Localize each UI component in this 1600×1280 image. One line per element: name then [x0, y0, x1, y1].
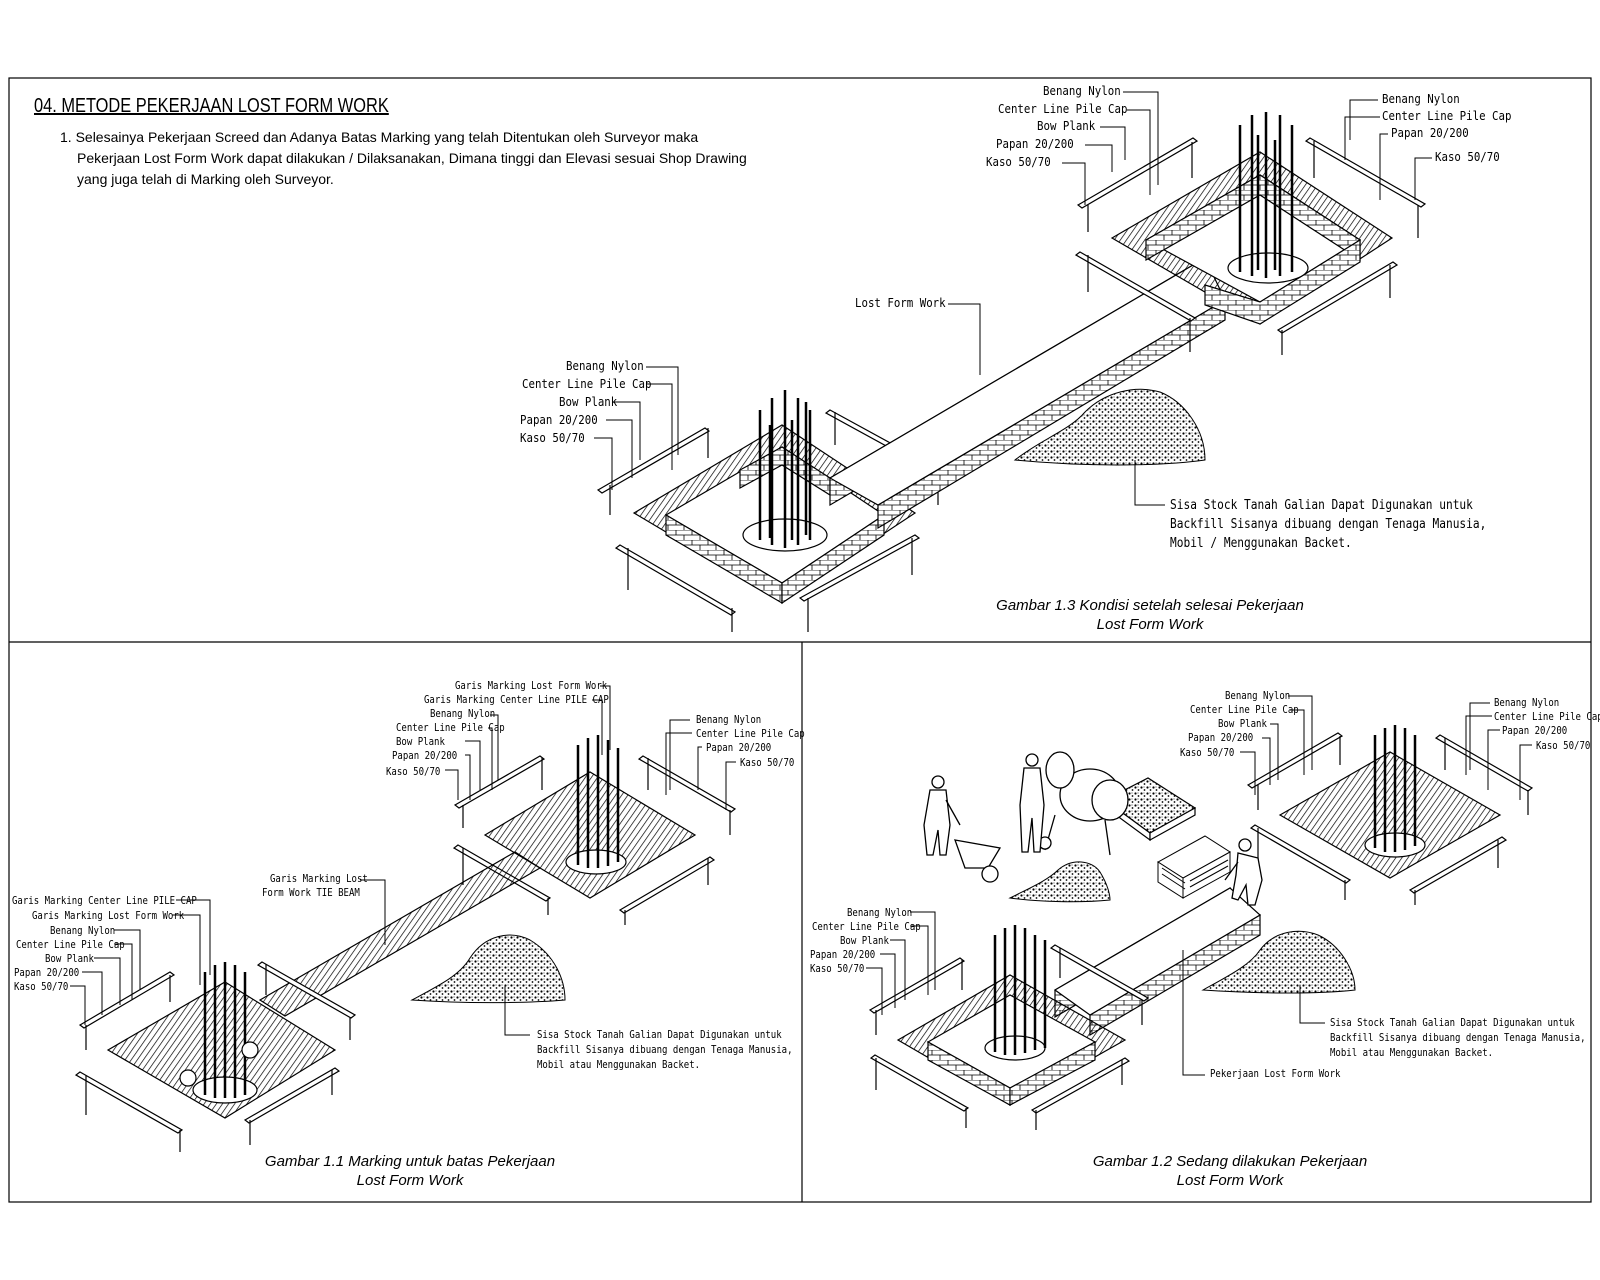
br-leader-lines [866, 695, 1532, 1076]
sheet-frame [8, 77, 1592, 1203]
br-right-pile-cap [1246, 725, 1534, 905]
br-lc-label-bow-plank: Bow Plank [840, 935, 889, 947]
bl-rc-label-marking-lfw: Garis Marking Lost Form Work [455, 680, 608, 692]
br-worker-mason [1224, 838, 1263, 906]
intro-line-1: 1. Selesainya Pekerjaan Screed dan Adany… [60, 129, 699, 145]
top-note: Sisa Stock Tanah Galian Dapat Digunakan … [1170, 496, 1486, 553]
top-leader-lines [594, 91, 1432, 506]
top-rc-label-kaso: Kaso 50/70 [986, 154, 1051, 169]
top-right-pile-cap [1074, 112, 1427, 355]
bl-rc2-label-benang: Benang Nylon [696, 714, 762, 726]
top-rc2-label-benang: Benang Nylon [1382, 91, 1460, 106]
br-caption-line: Gambar 1.2 Sedang dilakukan Pekerjaan [1092, 1153, 1368, 1170]
top-caption-line: Gambar 1.3 Kondisi setelah selesai Peker… [996, 597, 1304, 614]
page-title: 04. METODE PEKERJAAN LOST FORM WORK [34, 95, 389, 117]
bl-note: Sisa Stock Tanah Galian Dapat Digunakan … [537, 1028, 793, 1073]
br-soil-mound-left [1008, 861, 1111, 903]
top-lc-label-bow-plank: Bow Plank [559, 394, 618, 409]
bl-note-line: Mobil atau Menggunakan Backet. [537, 1059, 701, 1071]
br-caption: Gambar 1.2 Sedang dilakukan Pekerjaan Lo… [1020, 1152, 1440, 1190]
top-rc-label-benang: Benang Nylon [1043, 83, 1121, 98]
top-lc-label-center-line: Center Line Pile Cap [522, 376, 652, 391]
br-rc-label-papan: Papan 20/200 [1188, 732, 1254, 744]
br-lc-label-benang: Benang Nylon [847, 907, 913, 919]
bl-rc2-label-kaso: Kaso 50/70 [740, 757, 795, 769]
top-lc-label-kaso: Kaso 50/70 [520, 430, 585, 445]
br-rc2-label-kaso: Kaso 50/70 [1536, 740, 1591, 752]
top-note-line: Mobil / Menggunakan Backet. [1170, 536, 1352, 551]
br-worker-mixer [1019, 753, 1045, 853]
top-rc-label-bow-plank: Bow Plank [1037, 118, 1096, 133]
bl-lc-label-benang: Benang Nylon [50, 925, 116, 937]
bl-tie-beam-strip [258, 851, 542, 1017]
bl-rc-label-center-line: Center Line Pile Cap [396, 722, 505, 734]
top-note-line: Sisa Stock Tanah Galian Dapat Digunakan … [1170, 498, 1473, 513]
bl-caption: Gambar 1.1 Marking untuk batas Pekerjaan… [200, 1152, 620, 1190]
bl-rc2-label-papan: Papan 20/200 [706, 742, 772, 754]
bl-tie-beam-label-1: Garis Marking Lost [270, 873, 368, 885]
top-rc2-label-center-line: Center Line Pile Cap [1382, 108, 1512, 123]
br-lc-label-papan: Papan 20/200 [810, 949, 876, 961]
br-lc-label-center-line: Center Line Pile Cap [812, 921, 921, 933]
br-brick-wall [1053, 886, 1262, 1037]
br-soil-mound-right [1201, 930, 1356, 994]
bl-lc-label-kaso: Kaso 50/70 [14, 981, 69, 993]
bl-rc-label-marking-cl: Garis Marking Center Line PILE CAP [424, 694, 609, 706]
bl-leader-lines [70, 685, 736, 1036]
top-lc-label-papan: Papan 20/200 [520, 412, 598, 427]
bl-note-line: Backfill Sisanya dibuang dengan Tenaga M… [537, 1044, 793, 1056]
top-rc-label-center-line: Center Line Pile Cap [998, 101, 1128, 116]
br-note-line: Backfill Sisanya dibuang dengan Tenaga M… [1330, 1032, 1586, 1044]
top-rc2-label-kaso: Kaso 50/70 [1435, 149, 1500, 164]
bl-caption-line: Lost Form Work [356, 1172, 464, 1189]
br-left-pile-cap [868, 925, 1150, 1130]
top-soil-mound [1013, 388, 1206, 466]
br-concrete-mixer [1038, 751, 1129, 856]
top-rc2-label-papan: Papan 20/200 [1391, 125, 1469, 140]
bl-lc-label-papan: Papan 20/200 [14, 967, 80, 979]
top-tie-beam-brickwork [828, 256, 1226, 530]
bl-note-line: Sisa Stock Tanah Galian Dapat Digunakan … [537, 1029, 782, 1041]
top-caption-line: Lost Form Work [1096, 616, 1204, 633]
bl-tie-beam-label-2: Form Work TIE BEAM [262, 887, 360, 899]
bl-soil-mound [410, 934, 566, 1004]
intro-line-2: Pekerjaan Lost Form Work dapat dilakukan… [77, 150, 747, 166]
br-note-line: Sisa Stock Tanah Galian Dapat Digunakan … [1330, 1017, 1575, 1029]
top-lc-label-benang: Benang Nylon [566, 358, 644, 373]
top-rc-label-papan: Papan 20/200 [996, 136, 1074, 151]
bl-lc-label-center-line: Center Line Pile Cap [16, 939, 125, 951]
br-note: Sisa Stock Tanah Galian Dapat Digunakan … [1330, 1016, 1586, 1061]
br-work-label: Pekerjaan Lost Form Work [1210, 1068, 1341, 1080]
bl-rc-label-kaso: Kaso 50/70 [386, 766, 441, 778]
bl-rc-label-benang: Benang Nylon [430, 708, 496, 720]
br-lc-label-kaso: Kaso 50/70 [810, 963, 865, 975]
br-rc-label-bow-plank: Bow Plank [1218, 718, 1267, 730]
bl-rc2-label-center-line: Center Line Pile Cap [696, 728, 805, 740]
br-rc-label-benang: Benang Nylon [1225, 690, 1291, 702]
top-lost-form-work-label: Lost Form Work [855, 295, 946, 310]
bl-rc-label-papan: Papan 20/200 [392, 750, 458, 762]
bl-caption-line: Gambar 1.1 Marking untuk batas Pekerjaan [264, 1153, 556, 1170]
br-rc-label-center-line: Center Line Pile Cap [1190, 704, 1299, 716]
intro-text: 1. Selesainya Pekerjaan Screed dan Adany… [60, 127, 860, 190]
bl-rc-label-bow-plank: Bow Plank [396, 736, 445, 748]
top-note-line: Backfill Sisanya dibuang dengan Tenaga M… [1170, 517, 1487, 532]
br-caption-line: Lost Form Work [1176, 1172, 1284, 1189]
br-worker-wheelbarrow [923, 775, 1002, 883]
br-rc2-label-center-line: Center Line Pile Cap [1494, 711, 1600, 723]
br-cement-bags [1157, 835, 1231, 899]
bl-left-pile-cap [74, 961, 357, 1152]
intro-line-3: yang juga telah di Marking oleh Surveyor… [77, 171, 334, 187]
bl-lc-label-marking-cl: Garis Marking Center Line PILE CAP [12, 895, 197, 907]
top-caption: Gambar 1.3 Kondisi setelah selesai Peker… [930, 596, 1370, 634]
br-rc2-label-benang: Benang Nylon [1494, 697, 1560, 709]
br-rc2-label-papan: Papan 20/200 [1502, 725, 1568, 737]
bl-right-pile-cap [452, 735, 737, 925]
br-rc-label-kaso: Kaso 50/70 [1180, 747, 1235, 759]
bl-lc-label-marking-lfw: Garis Marking Lost Form Work [32, 910, 185, 922]
bl-lc-label-bow-plank: Bow Plank [45, 953, 94, 965]
br-note-line: Mobil atau Menggunakan Backet. [1330, 1047, 1494, 1059]
